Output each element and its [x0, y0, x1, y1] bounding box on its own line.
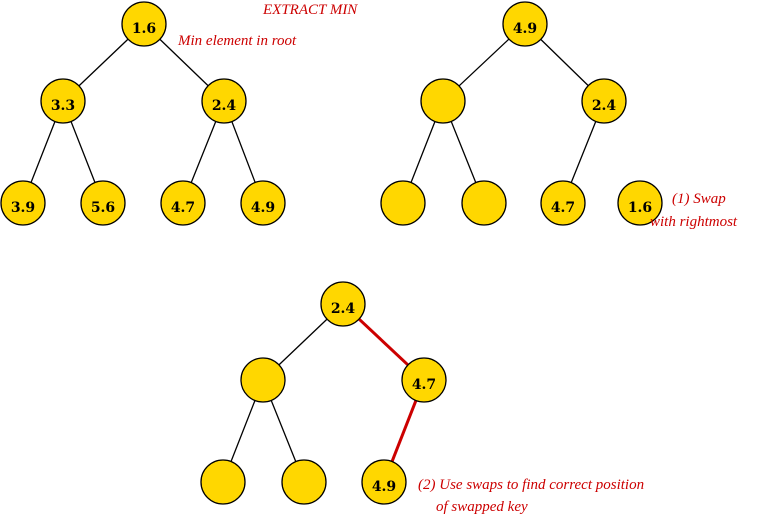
node-circle [380, 180, 426, 226]
tree-edge [231, 121, 256, 183]
tree-edge [190, 121, 217, 183]
tree-after-sift-down: 2.4 4.7 4.9 [200, 281, 447, 505]
empty-heap-node [240, 357, 286, 403]
node-circle [420, 78, 466, 124]
annotation-swap-2: with rightmost [650, 214, 738, 230]
heap-node: 1.6 [617, 180, 663, 226]
node-key: 2.4 [592, 98, 617, 114]
node-key: 1.6 [628, 200, 652, 216]
node-circle [581, 78, 627, 124]
heap-node: 2.4 [320, 281, 366, 327]
tree-edge [159, 38, 209, 87]
empty-heap-node [281, 459, 327, 505]
node-key: 4.9 [372, 479, 396, 495]
node-key: 3.3 [51, 98, 75, 114]
node-circle [240, 180, 286, 226]
node-circle [40, 78, 86, 124]
node-circle [160, 180, 206, 226]
tree-edge [78, 38, 129, 87]
node-key: 3.9 [11, 200, 35, 216]
node-circle [281, 459, 327, 505]
tree-original-heap: 1.6 3.3 2.4 3.9 5.6 4.7 4.9 [0, 1, 286, 226]
empty-heap-node [200, 459, 246, 505]
node-circle [201, 78, 247, 124]
node-key: 4.7 [412, 377, 436, 393]
tree-edge [540, 38, 589, 87]
empty-heap-node [380, 180, 426, 226]
title: EXTRACT MIN [262, 2, 358, 18]
empty-heap-node [461, 180, 507, 226]
node-key: 5.6 [91, 200, 115, 216]
node-circle [540, 180, 586, 226]
node-key: 4.9 [251, 200, 275, 216]
node-circle [461, 180, 507, 226]
tree-edge [70, 121, 96, 183]
heap-node: 4.7 [160, 180, 206, 226]
node-circle [401, 357, 447, 403]
heap-node: 2.4 [581, 78, 627, 124]
annotation-sift-1: (2) Use swaps to find correct position [418, 477, 644, 493]
heap-node: 3.9 [0, 180, 46, 226]
node-circle [617, 180, 663, 226]
node-circle [320, 281, 366, 327]
node-key: 1.6 [132, 21, 156, 37]
node-circle [361, 459, 407, 505]
annotation-swap-1: (1) Swap [672, 191, 726, 207]
heap-node: 4.7 [401, 357, 447, 403]
tree-edge [570, 121, 597, 183]
heap-node: 2.4 [201, 78, 247, 124]
heap-node: 4.7 [540, 180, 586, 226]
node-circle [240, 357, 286, 403]
node-key: 2.4 [212, 98, 237, 114]
tree-edge [458, 38, 510, 87]
node-key: 4.7 [551, 200, 575, 216]
tree-edge [270, 400, 297, 462]
tree-after-swap: 4.9 2.4 4.7 1.6 [380, 1, 663, 226]
node-circle [80, 180, 126, 226]
tree-edge [450, 121, 477, 183]
node-key: 4.7 [171, 200, 195, 216]
annotation-sift-2: of swapped key [436, 499, 528, 515]
heap-node: 4.9 [361, 459, 407, 505]
annotation-min-element: Min element in root [177, 33, 297, 49]
tree-edge [30, 121, 56, 183]
empty-heap-node [420, 78, 466, 124]
heap-node: 1.6 [121, 1, 167, 47]
node-circle [200, 459, 246, 505]
node-circle [502, 1, 548, 47]
tree-edge [410, 121, 436, 183]
heap-node: 4.9 [502, 1, 548, 47]
node-key: 2.4 [331, 301, 356, 317]
highlighted-swap-edge [358, 317, 409, 367]
node-circle [121, 1, 167, 47]
heap-node: 3.3 [40, 78, 86, 124]
highlighted-swap-edge [390, 399, 418, 463]
tree-edge [278, 318, 328, 366]
tree-edge [230, 400, 256, 462]
heap-node: 5.6 [80, 180, 126, 226]
heap-node: 4.9 [240, 180, 286, 226]
node-circle [0, 180, 46, 226]
node-key: 4.9 [513, 21, 537, 37]
